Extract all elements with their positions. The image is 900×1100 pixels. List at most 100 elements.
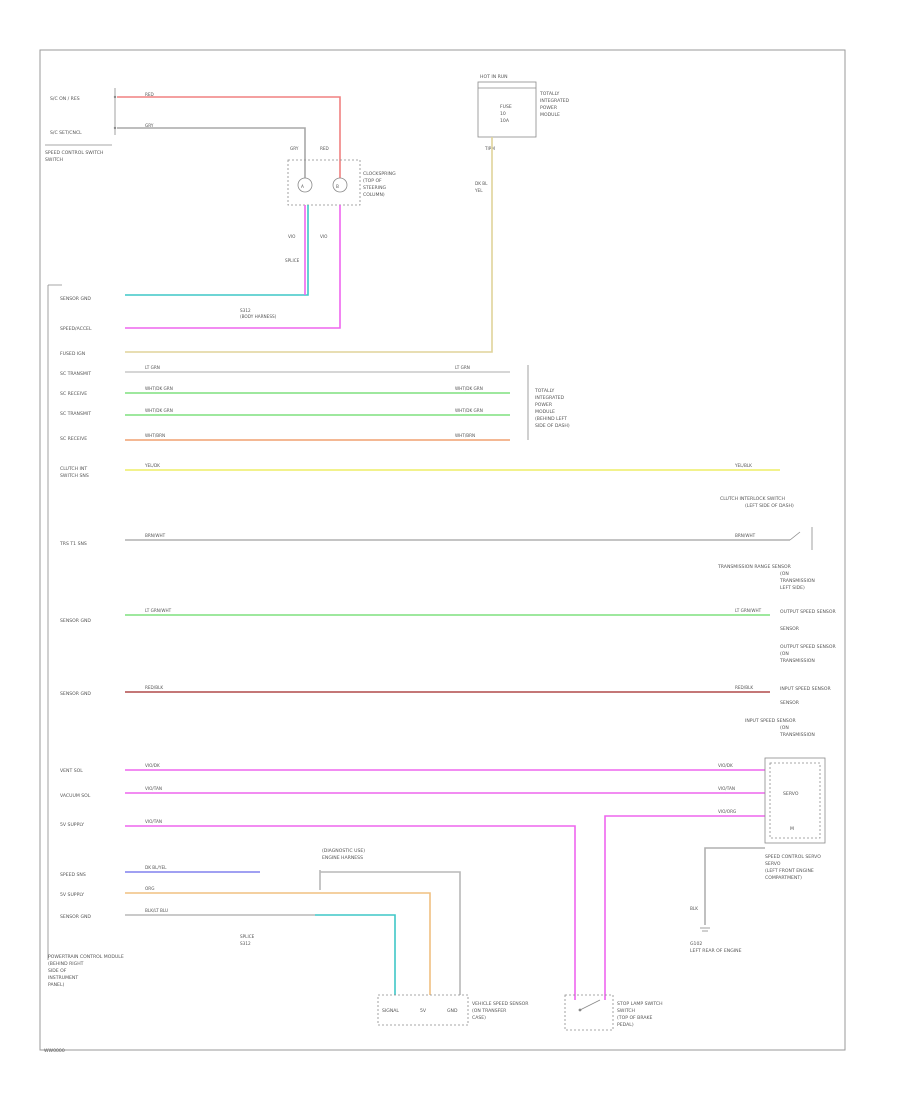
svg-text:(BEHIND LEFT: (BEHIND LEFT xyxy=(535,416,567,422)
svg-text:VIO: VIO xyxy=(320,234,328,239)
svg-text:(ON: (ON xyxy=(780,571,789,577)
clutch-interlock-switch: CLUTCH INTERLOCK SWITCH (LEFT SIDE OF DA… xyxy=(720,496,813,550)
svg-text:WHT/DK GRN: WHT/DK GRN xyxy=(145,408,173,413)
transmission-range-sensor: TRANSMISSION RANGE SENSOR (ON TRANSMISSI… xyxy=(717,564,815,591)
pcm: SENSOR GND SPEED/ACCEL FUSED IGN SC TRAN… xyxy=(47,284,124,988)
svg-text:G102: G102 xyxy=(690,941,702,947)
svg-text:S312: S312 xyxy=(240,941,251,946)
svg-text:SENSOR GND: SENSOR GND xyxy=(60,296,91,302)
svg-text:PEDAL): PEDAL) xyxy=(617,1022,634,1028)
svg-text:LT GRN: LT GRN xyxy=(145,365,160,370)
svg-text:GRY: GRY xyxy=(145,123,154,128)
svg-text:TOTALLY: TOTALLY xyxy=(539,91,560,97)
svg-text:PANEL): PANEL) xyxy=(48,982,65,988)
svg-text:SENSOR GND: SENSOR GND xyxy=(60,691,91,697)
svg-text:POWER: POWER xyxy=(540,105,558,111)
svg-text:SPLICE: SPLICE xyxy=(285,258,300,263)
vehicle-speed-sensor-label: VEHICLE SPEED SENSOR xyxy=(472,1001,529,1007)
svg-text:SENSOR: SENSOR xyxy=(780,626,800,632)
svg-text:(BEHIND RIGHT: (BEHIND RIGHT xyxy=(48,961,84,967)
svg-text:BLK: BLK xyxy=(690,906,698,911)
svg-text:INTEGRATED: INTEGRATED xyxy=(535,395,565,401)
svg-text:DK BL/YEL: DK BL/YEL xyxy=(145,865,167,870)
svg-text:SIDE OF DASH): SIDE OF DASH) xyxy=(535,423,570,429)
svg-text:RED: RED xyxy=(145,92,154,97)
svg-text:TRANSMISSION: TRANSMISSION xyxy=(779,658,815,664)
svg-text:M: M xyxy=(790,826,794,832)
svg-text:VIO/TAN: VIO/TAN xyxy=(718,786,735,791)
svg-text:VIO/DK: VIO/DK xyxy=(718,763,733,768)
svg-text:B: B xyxy=(336,184,339,189)
pcm-label: POWERTRAIN CONTROL MODULE xyxy=(48,954,124,960)
vehicle-speed-sensor: SIGNAL 5V GND VEHICLE SPEED SENSOR (ON T… xyxy=(377,994,529,1026)
svg-text:10A: 10A xyxy=(500,118,510,124)
svg-text:SPEED/ACCEL: SPEED/ACCEL xyxy=(60,326,92,332)
svg-text:(LEFT FRONT ENGINE: (LEFT FRONT ENGINE xyxy=(765,868,814,874)
svg-text:VIO: VIO xyxy=(288,234,296,239)
svg-text:S/C ON / RES: S/C ON / RES xyxy=(50,96,80,102)
svg-text:5V SUPPLY: 5V SUPPLY xyxy=(60,892,84,898)
svg-text:FUSED IGN: FUSED IGN xyxy=(60,351,85,357)
servo-label: SPEED CONTROL SERVO xyxy=(765,854,821,860)
svg-text:WHT/DK GRN: WHT/DK GRN xyxy=(455,408,483,413)
svg-text:(TOP OF BRAKE: (TOP OF BRAKE xyxy=(617,1015,652,1021)
svg-text:TRS T1 SNS: TRS T1 SNS xyxy=(59,541,87,547)
input-speed-sensor: INPUT SPEED SENSOR SENSOR INPUT SPEED SE… xyxy=(745,686,831,738)
svg-text:SPLICE: SPLICE xyxy=(240,934,255,939)
svg-text:VIO/TAN: VIO/TAN xyxy=(145,786,162,791)
speed-control-servo: SERVO M SPEED CONTROL SERVO SERVO (LEFT … xyxy=(764,757,826,881)
svg-text:SC RECEIVE: SC RECEIVE xyxy=(60,436,87,442)
svg-text:WHT/DK GRN: WHT/DK GRN xyxy=(145,386,173,391)
wire-magenta-speed xyxy=(125,205,341,329)
svg-text:ENGINE HARNESS: ENGINE HARNESS xyxy=(322,855,363,861)
svg-text:A: A xyxy=(301,184,304,189)
svg-text:5V: 5V xyxy=(420,1008,427,1014)
svg-text:SENSOR GND: SENSOR GND xyxy=(60,914,91,920)
fuse-box: HOT IN RUN FUSE 10 10A TOTALLY INTEGRATE… xyxy=(477,74,570,151)
svg-text:BLK/LT BLU: BLK/LT BLU xyxy=(145,908,168,913)
svg-text:VACUUM SOL: VACUUM SOL xyxy=(60,793,91,799)
svg-text:TOTALLY: TOTALLY xyxy=(534,388,555,394)
svg-text:ORG: ORG xyxy=(145,886,154,891)
clockspring-label: CLOCKSPRING xyxy=(363,171,396,177)
svg-text:WHT/DK GRN: WHT/DK GRN xyxy=(455,386,483,391)
svg-text:SIGNAL: SIGNAL xyxy=(382,1008,399,1014)
svg-text:WHT/BRN: WHT/BRN xyxy=(145,433,165,438)
svg-text:SC TRANSMIT: SC TRANSMIT xyxy=(60,411,91,417)
svg-text:SWITCH: SWITCH xyxy=(617,1008,635,1014)
wire-red-switch xyxy=(117,96,341,178)
svg-text:TRANSMISSION: TRANSMISSION xyxy=(779,732,815,738)
svg-text:(TOP OF: (TOP OF xyxy=(363,178,382,184)
svg-text:SERVO: SERVO xyxy=(783,791,799,797)
svg-text:INSTRUMENT: INSTRUMENT xyxy=(48,975,78,981)
svg-text:YEL/DK: YEL/DK xyxy=(144,463,160,468)
gateway-module: TOTALLY INTEGRATED POWER MODULE (BEHIND … xyxy=(527,365,570,440)
svg-text:MODULE: MODULE xyxy=(540,112,560,118)
stop-lamp-switch: STOP LAMP SWITCH SWITCH (TOP OF BRAKE PE… xyxy=(564,994,663,1031)
svg-text:SPEED SNS: SPEED SNS xyxy=(60,872,86,878)
svg-text:S/C SET/CNCL: S/C SET/CNCL xyxy=(50,130,82,136)
svg-text:GND: GND xyxy=(447,1008,458,1014)
svg-text:SWITCH SNS: SWITCH SNS xyxy=(60,473,89,479)
wire-cyan-speed-sensor xyxy=(315,914,396,995)
svg-text:BRN/WHT: BRN/WHT xyxy=(735,533,756,538)
svg-text:WHT/BRN: WHT/BRN xyxy=(455,433,475,438)
svg-text:RED: RED xyxy=(320,146,329,151)
svg-text:(ON: (ON xyxy=(780,651,789,657)
svg-text:S312: S312 xyxy=(240,308,251,313)
output-speed-sensor-label: OUTPUT SPEED SENSOR xyxy=(780,609,836,615)
wire-tan-fuse xyxy=(125,137,493,353)
svg-text:5V SUPPLY: 5V SUPPLY xyxy=(60,822,84,828)
svg-text:TRANSMISSION RANGE SENSOR: TRANSMISSION RANGE SENSOR xyxy=(717,564,792,570)
svg-text:STEERING: STEERING xyxy=(363,185,387,191)
svg-text:BRN/WHT: BRN/WHT xyxy=(145,533,166,538)
svg-text:CASE): CASE) xyxy=(472,1015,486,1021)
ground-label: LEFT REAR OF ENGINE xyxy=(690,948,742,954)
svg-text:LT GRN: LT GRN xyxy=(455,365,470,370)
footer-code: WW0000 xyxy=(44,1048,65,1054)
speed-control-switch: S/C ON / RES S/C SET/CNCL SPEED CONTROL … xyxy=(45,88,117,163)
svg-text:MODULE: MODULE xyxy=(535,409,555,415)
svg-text:SENSOR GND: SENSOR GND xyxy=(60,618,91,624)
svg-text:(LEFT SIDE OF DASH): (LEFT SIDE OF DASH) xyxy=(745,503,794,509)
wire-magenta-5v xyxy=(125,825,576,1000)
